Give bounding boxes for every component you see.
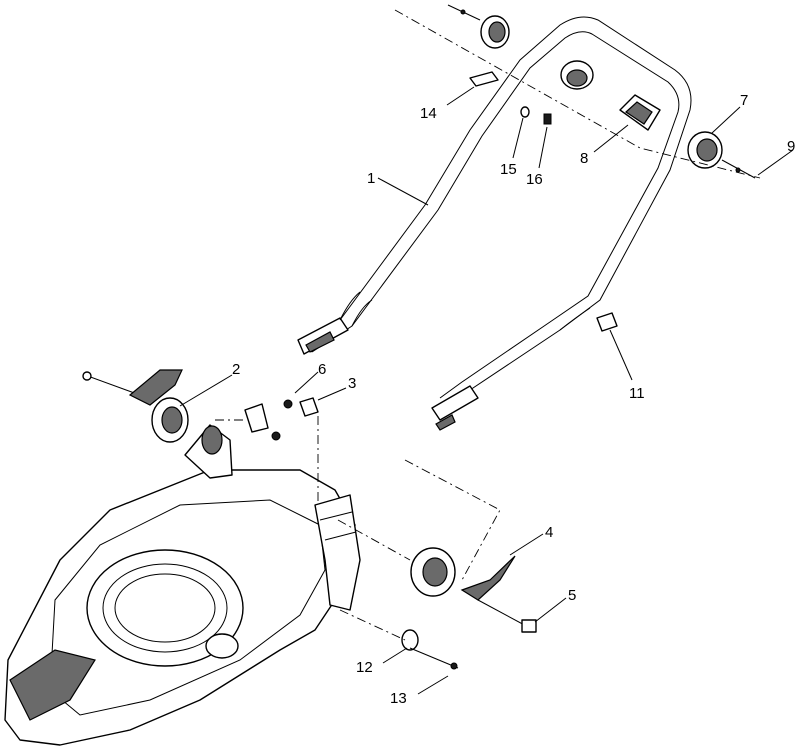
bolt-5 bbox=[477, 599, 537, 633]
callout-2: 2 bbox=[232, 361, 240, 378]
clip-14 bbox=[469, 71, 499, 87]
leader-lines bbox=[179, 86, 794, 695]
assembly-lines bbox=[215, 9, 761, 641]
small-nut bbox=[271, 431, 281, 441]
callout-5: 5 bbox=[568, 587, 576, 604]
nut-16 bbox=[543, 113, 552, 125]
nut-6 bbox=[283, 399, 293, 409]
knob-7 bbox=[687, 131, 756, 179]
mower-deck bbox=[4, 469, 361, 746]
callout-16: 16 bbox=[526, 171, 543, 188]
block-3 bbox=[299, 397, 319, 417]
callout-7: 7 bbox=[740, 92, 748, 109]
callout-4: 4 bbox=[545, 524, 553, 541]
callout-labels: 1 2 3 4 5 6 7 8 9 11 12 13 14 15 16 bbox=[232, 92, 795, 707]
callout-11: 11 bbox=[629, 385, 645, 402]
height-adjust-bracket bbox=[184, 424, 233, 479]
callout-14: 14 bbox=[420, 105, 437, 122]
knob-2 bbox=[151, 397, 189, 443]
cup-washer bbox=[560, 60, 594, 90]
block-left bbox=[244, 403, 269, 433]
callout-8: 8 bbox=[580, 150, 588, 167]
callout-9: 9 bbox=[787, 138, 795, 155]
callout-1: 1 bbox=[367, 170, 375, 187]
callout-15: 15 bbox=[500, 161, 517, 178]
wheel-knob-right bbox=[410, 547, 456, 597]
lever-4 bbox=[460, 555, 516, 601]
upper-knob-left bbox=[447, 4, 510, 49]
handle-assembly bbox=[297, 16, 692, 431]
callout-12: 12 bbox=[356, 659, 373, 676]
callout-6: 6 bbox=[318, 361, 326, 378]
screw-13 bbox=[409, 647, 459, 670]
knob-8 bbox=[619, 94, 661, 131]
washer-15 bbox=[520, 106, 530, 118]
callout-3: 3 bbox=[348, 375, 356, 392]
callout-13: 13 bbox=[390, 690, 407, 707]
handle-knob-lever bbox=[128, 369, 183, 406]
bolt-11 bbox=[596, 312, 618, 332]
nut-12 bbox=[401, 629, 419, 651]
